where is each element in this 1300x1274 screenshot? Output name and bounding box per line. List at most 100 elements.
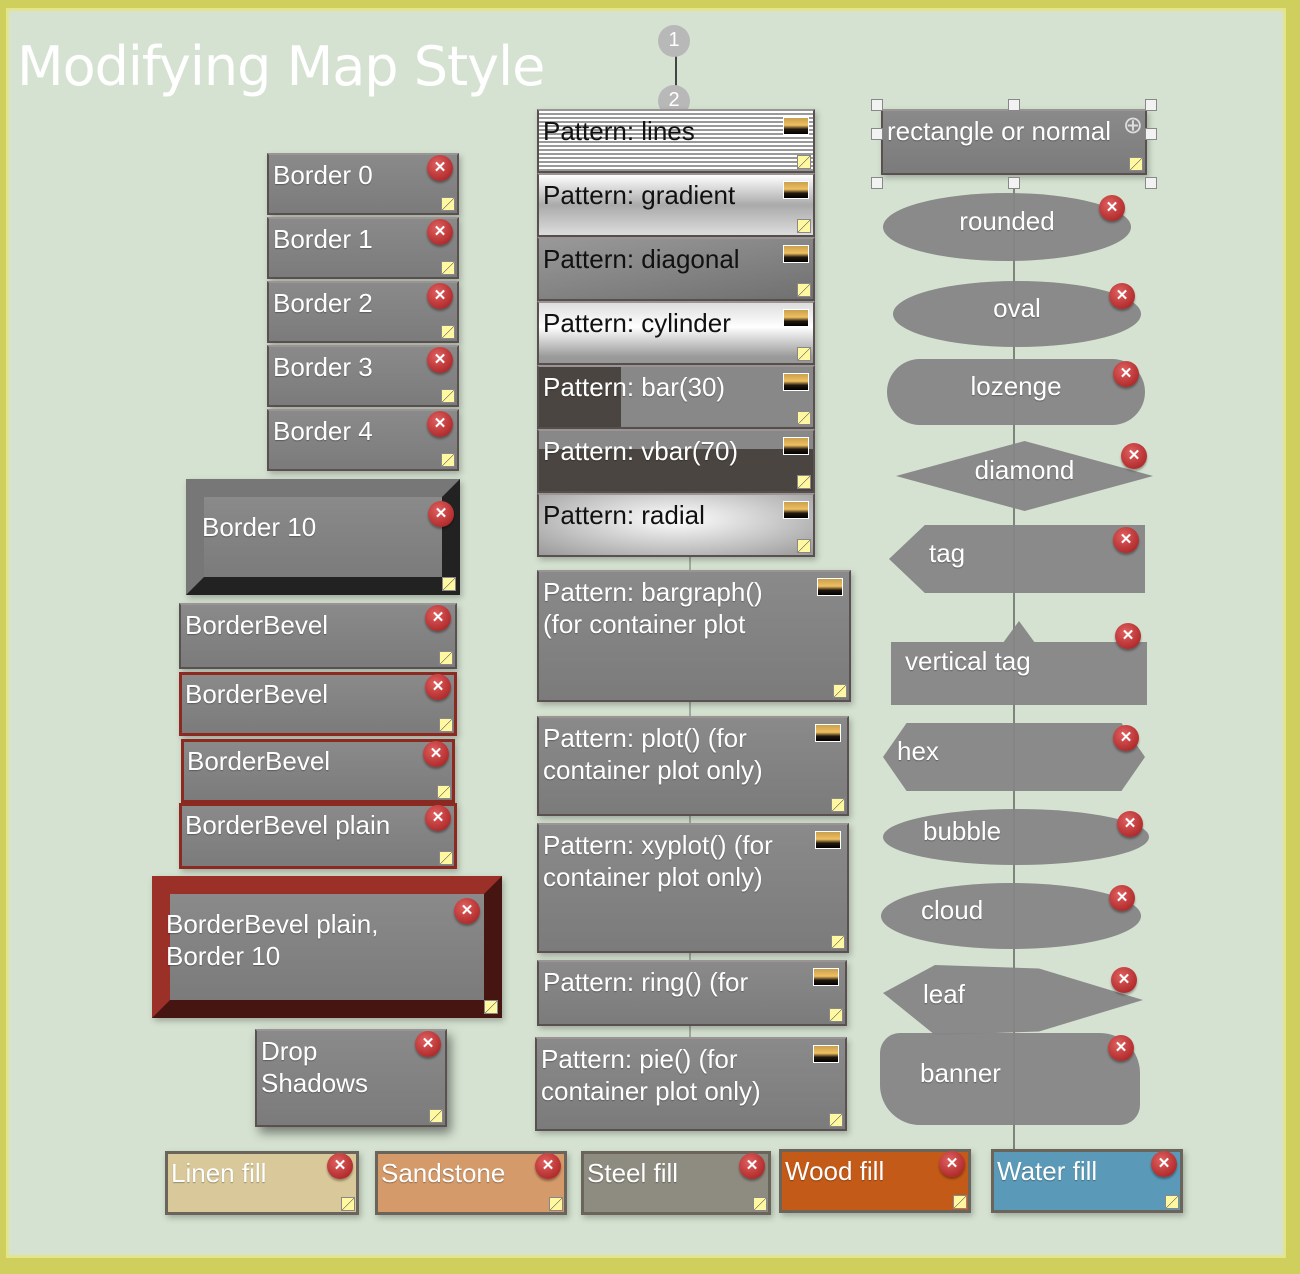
- selection-handle[interactable]: [871, 99, 883, 111]
- close-x-icon[interactable]: ✕: [1113, 725, 1139, 751]
- close-x-icon[interactable]: ✕: [425, 605, 451, 631]
- map-view[interactable]: Modifying Map Style 1 2 Border 0✕Border …: [6, 8, 1286, 1258]
- close-x-icon[interactable]: ✕: [428, 501, 454, 527]
- shape-note[interactable]: cloud✕: [881, 883, 1141, 949]
- resize-handle-icon[interactable]: [549, 1197, 563, 1211]
- shape-note[interactable]: tag✕: [889, 525, 1145, 593]
- close-x-icon[interactable]: ✕: [1121, 443, 1147, 469]
- resize-handle-icon[interactable]: [829, 1008, 843, 1022]
- pattern-note[interactable]: Pattern: ring() (for: [537, 960, 847, 1026]
- shape-note[interactable]: hex✕: [883, 723, 1145, 791]
- pattern-note[interactable]: Pattern: vbar(70): [537, 429, 815, 493]
- resize-handle-icon[interactable]: [797, 475, 811, 489]
- border-note[interactable]: Border 2✕: [267, 281, 459, 343]
- close-x-icon[interactable]: ✕: [1151, 1151, 1177, 1177]
- close-x-icon[interactable]: ✕: [454, 898, 480, 924]
- close-x-icon[interactable]: ✕: [1099, 195, 1125, 221]
- resize-handle-icon[interactable]: [831, 798, 845, 812]
- border-note[interactable]: Border 4✕: [267, 409, 459, 471]
- resize-handle-icon[interactable]: [442, 577, 456, 591]
- border-note[interactable]: Border 1✕: [267, 217, 459, 279]
- resize-handle-icon[interactable]: [439, 651, 453, 665]
- resize-handle-icon[interactable]: [797, 539, 811, 553]
- resize-handle-icon[interactable]: [953, 1195, 967, 1209]
- shape-note[interactable]: oval✕: [893, 281, 1141, 347]
- pattern-note[interactable]: Pattern: gradient: [537, 173, 815, 237]
- close-x-icon[interactable]: ✕: [1117, 811, 1143, 837]
- close-x-icon[interactable]: ✕: [1109, 885, 1135, 911]
- pattern-note[interactable]: Pattern: lines: [537, 109, 815, 173]
- fill-note[interactable]: Sandstone✕: [375, 1151, 567, 1215]
- shape-note[interactable]: diamond✕: [896, 441, 1153, 511]
- pattern-note[interactable]: Pattern: radial: [537, 493, 815, 557]
- pattern-note[interactable]: Pattern: plot() (for container plot only…: [537, 716, 849, 816]
- border-note[interactable]: Drop Shadows✕: [255, 1029, 447, 1127]
- close-x-icon[interactable]: ✕: [939, 1151, 965, 1177]
- resize-handle-icon[interactable]: [797, 411, 811, 425]
- resize-handle-icon[interactable]: [439, 851, 453, 865]
- close-x-icon[interactable]: ✕: [327, 1153, 353, 1179]
- border-note[interactable]: BorderBevel plain✕: [179, 803, 457, 869]
- shape-note[interactable]: bubble✕: [883, 809, 1149, 865]
- selection-handle[interactable]: [1145, 128, 1157, 140]
- resize-handle-icon[interactable]: [833, 684, 847, 698]
- pattern-note[interactable]: Pattern: xyplot() (for container plot on…: [537, 823, 849, 953]
- border-note[interactable]: Border 3✕: [267, 345, 459, 407]
- fill-note[interactable]: Water fill✕: [991, 1149, 1183, 1213]
- shape-note[interactable]: vertical tag✕: [891, 621, 1147, 705]
- fill-note[interactable]: Steel fill✕: [581, 1151, 771, 1215]
- close-x-icon[interactable]: ✕: [425, 805, 451, 831]
- pattern-note[interactable]: Pattern: bargraph() (for container plot: [537, 570, 851, 702]
- shape-note[interactable]: rounded✕: [883, 193, 1131, 261]
- pattern-note[interactable]: Pattern: pie() (for container plot only): [535, 1037, 847, 1131]
- resize-handle-icon[interactable]: [441, 389, 455, 403]
- fill-note[interactable]: Wood fill✕: [779, 1149, 971, 1213]
- pattern-note[interactable]: Pattern: cylinder: [537, 301, 815, 365]
- border-note[interactable]: BorderBevel✕: [179, 603, 457, 669]
- resize-handle-icon[interactable]: [341, 1197, 355, 1211]
- close-x-icon[interactable]: ✕: [425, 674, 451, 700]
- selection-handle[interactable]: [1008, 177, 1020, 189]
- fill-note[interactable]: Linen fill✕: [165, 1151, 359, 1215]
- border-note[interactable]: BorderBevel✕: [181, 739, 455, 803]
- close-x-icon[interactable]: ✕: [1115, 623, 1141, 649]
- close-x-icon[interactable]: ✕: [415, 1031, 441, 1057]
- selection-handle[interactable]: [1145, 177, 1157, 189]
- resize-handle-icon[interactable]: [1165, 1195, 1179, 1209]
- resize-handle-icon[interactable]: [437, 785, 451, 799]
- border-note[interactable]: BorderBevel plain, Border 10✕: [152, 876, 502, 1018]
- close-x-icon[interactable]: ✕: [1113, 361, 1139, 387]
- close-x-icon[interactable]: ✕: [423, 741, 449, 767]
- resize-handle-icon[interactable]: [429, 1109, 443, 1123]
- resize-handle-icon[interactable]: [1129, 157, 1143, 171]
- close-x-icon[interactable]: ✕: [427, 155, 453, 181]
- resize-handle-icon[interactable]: [797, 219, 811, 233]
- resize-handle-icon[interactable]: [829, 1113, 843, 1127]
- resize-handle-icon[interactable]: [484, 1000, 498, 1014]
- close-x-icon[interactable]: ✕: [1109, 283, 1135, 309]
- resize-handle-icon[interactable]: [797, 155, 811, 169]
- pattern-note[interactable]: Pattern: bar(30): [537, 365, 815, 429]
- resize-handle-icon[interactable]: [441, 325, 455, 339]
- resize-handle-icon[interactable]: [441, 197, 455, 211]
- resize-handle-icon[interactable]: [439, 718, 453, 732]
- shape-note[interactable]: lozenge✕: [887, 359, 1145, 425]
- close-x-icon[interactable]: ✕: [427, 347, 453, 373]
- close-x-icon[interactable]: ✕: [427, 411, 453, 437]
- close-x-icon[interactable]: ✕: [1108, 1035, 1134, 1061]
- selection-handle[interactable]: [1008, 99, 1020, 111]
- shape-note[interactable]: banner✕: [880, 1033, 1140, 1125]
- selection-handle[interactable]: [1145, 99, 1157, 111]
- resize-handle-icon[interactable]: [831, 935, 845, 949]
- resize-handle-icon[interactable]: [441, 453, 455, 467]
- resize-handle-icon[interactable]: [753, 1197, 767, 1211]
- plus-circle-icon[interactable]: ⊕: [1122, 112, 1143, 139]
- border-note[interactable]: BorderBevel✕: [179, 672, 457, 736]
- close-x-icon[interactable]: ✕: [1111, 967, 1137, 993]
- shape-note[interactable]: rectangle or normal⊕: [871, 99, 1157, 189]
- close-x-icon[interactable]: ✕: [427, 219, 453, 245]
- close-x-icon[interactable]: ✕: [1113, 527, 1139, 553]
- border-note[interactable]: Border 0✕: [267, 153, 459, 215]
- selection-handle[interactable]: [871, 128, 883, 140]
- resize-handle-icon[interactable]: [441, 261, 455, 275]
